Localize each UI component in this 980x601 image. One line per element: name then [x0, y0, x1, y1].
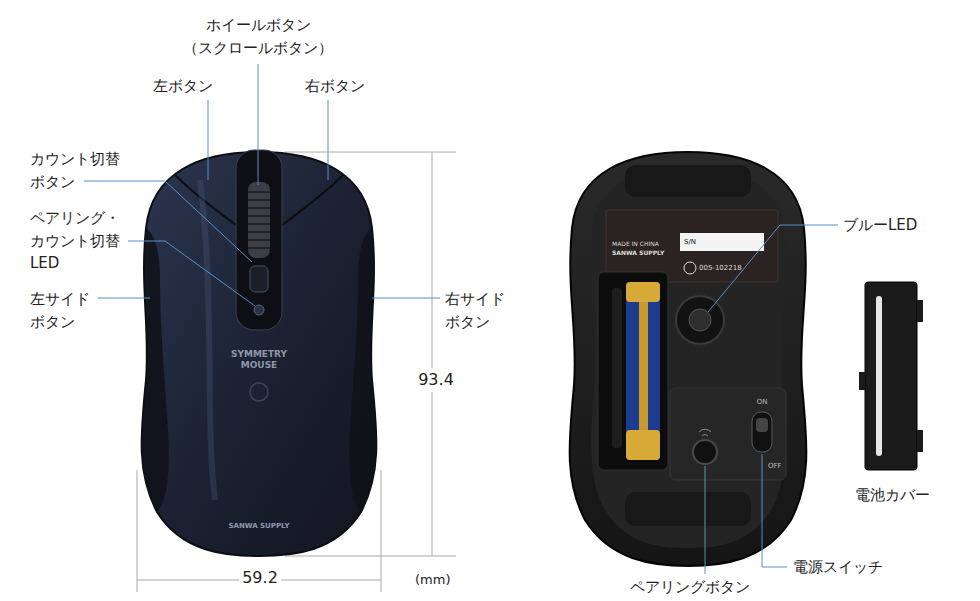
part-label: ペアリングボタン [630, 576, 750, 599]
dimension-lines [137, 152, 456, 592]
printed-text: SANWA SUPPLY [612, 248, 664, 257]
part-label: 電池カバー [855, 484, 930, 507]
printed-logo: SYMMETRY MOUSE [231, 349, 287, 372]
unit-label: (mm) [415, 570, 450, 590]
dimension-value: 59.2 [239, 566, 281, 590]
printed-text: 005-102218 [699, 263, 742, 274]
part-label: カウント切替 ボタン [30, 148, 120, 193]
printed-text: MADE IN CHINA [612, 239, 659, 248]
battery-cover [859, 282, 923, 470]
part-label: ブルーLED [843, 214, 917, 237]
part-label: 左ボタン [153, 75, 213, 98]
part-label: 電源スイッチ [793, 556, 883, 579]
printed-text: OFF [768, 461, 782, 472]
part-label: ホイールボタン （スクロールボタン） [183, 14, 333, 59]
dimension-value: 93.4 [415, 368, 457, 392]
mouse-bottom-view [570, 152, 807, 566]
mouse-top-view [142, 150, 377, 556]
printed-logo: SANWA SUPPLY [228, 521, 289, 532]
part-label: 左サイド ボタン [30, 288, 90, 333]
leader-lines [84, 64, 838, 574]
printed-text: ON [757, 397, 768, 408]
part-label: ペアリング・ カウント切替 LED [30, 207, 120, 275]
part-label: 右サイド ボタン [445, 288, 505, 333]
part-label: 右ボタン [305, 75, 365, 98]
printed-text: S/N [684, 237, 696, 248]
